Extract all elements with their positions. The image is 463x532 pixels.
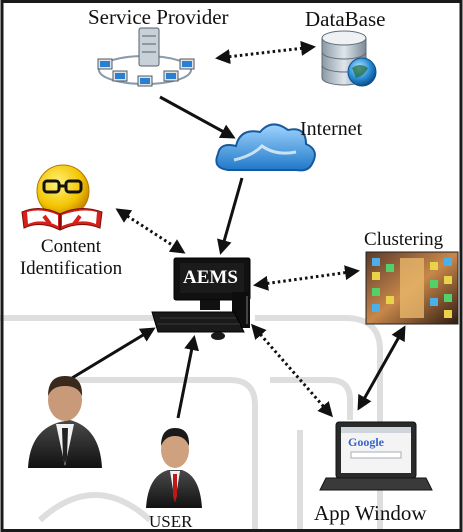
google-logo: Google: [348, 435, 384, 449]
edge-user-aems: [176, 335, 200, 419]
content-identification-text: Content Identification: [19, 236, 123, 279]
edge-aems-clustering: [253, 265, 360, 291]
clustering-label: Clustering: [364, 229, 444, 250]
computer-icon: [151, 257, 251, 340]
clustering-icon: [365, 251, 459, 325]
database-label: DataBase: [305, 7, 386, 31]
reader-smiley-icon: [21, 164, 103, 231]
connectors: [71, 40, 406, 419]
user-person-icon: [146, 428, 202, 508]
internet-label: Internet: [300, 118, 363, 140]
server-network-icon: [97, 27, 195, 87]
user-label: USER: [149, 512, 193, 531]
laptop-icon: [319, 421, 433, 491]
service-provider-label: Service Provider: [88, 5, 229, 29]
edge-service-internet: [159, 95, 236, 139]
database-icon: [321, 30, 377, 87]
edge-service-database: [215, 40, 316, 65]
aems-label: AEMS: [183, 267, 238, 288]
content-identification-label: Content Identification: [6, 236, 136, 280]
app-window-label: App Window: [314, 501, 427, 525]
cloud-icon: [215, 123, 316, 172]
admin-person-icon: [28, 376, 102, 468]
edge-content-aems: [115, 208, 186, 254]
edge-clustering-app: [357, 325, 406, 411]
edge-aems-app: [251, 323, 333, 418]
edge-internet-aems: [217, 177, 244, 255]
edge-admin-aems: [71, 327, 156, 380]
